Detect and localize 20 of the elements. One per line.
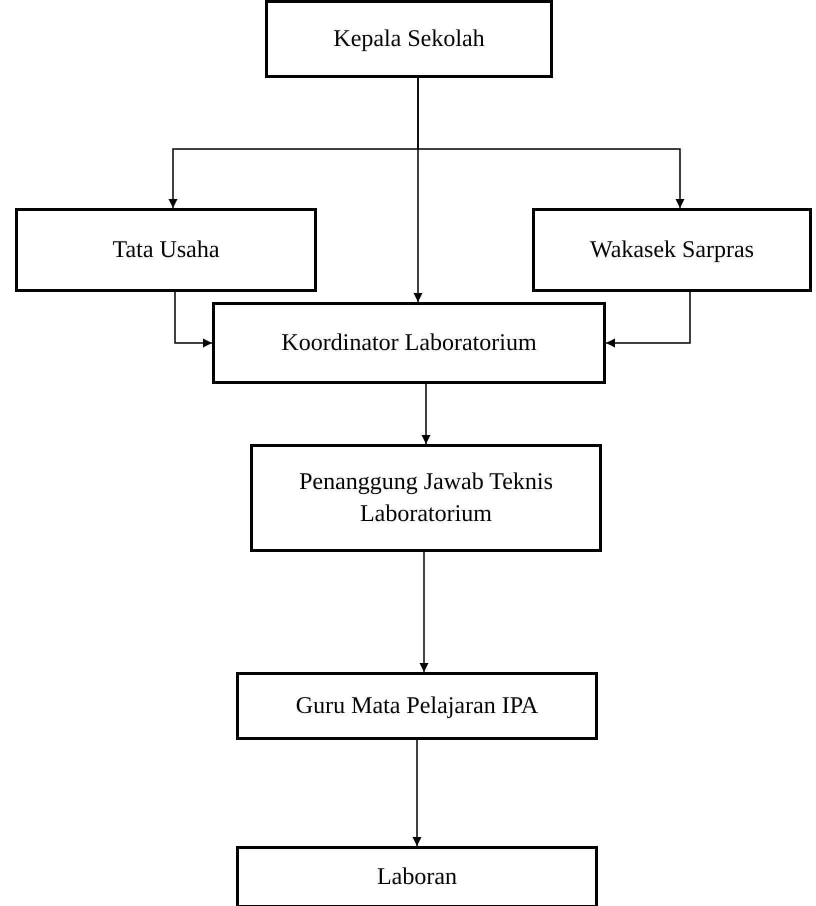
org-box — [212, 302, 606, 384]
org-box — [265, 0, 553, 78]
box-label: Tata Usaha — [112, 236, 220, 265]
org-box — [236, 846, 598, 906]
org-box — [15, 208, 317, 292]
org-box — [532, 208, 812, 292]
connector-arrow — [420, 552, 428, 672]
org-box — [250, 444, 602, 552]
box-label: Penanggung Jawab Teknis Laboratorium — [298, 468, 554, 529]
box-label: Wakasek Sarpras — [590, 236, 754, 265]
box-label: Koordinator Laboratorium — [281, 328, 537, 358]
box-label: Kepala Sekolah — [333, 24, 485, 54]
org-box — [236, 672, 598, 740]
connector-arrow — [414, 78, 422, 302]
connector-arrow — [174, 292, 212, 348]
connector-arrow — [412, 740, 422, 846]
box-label: Laboran — [377, 862, 457, 892]
box-label: Guru Mata Pelajaran IPA — [296, 692, 538, 721]
connector-arrow — [422, 384, 430, 444]
connector-arrow — [606, 292, 691, 348]
